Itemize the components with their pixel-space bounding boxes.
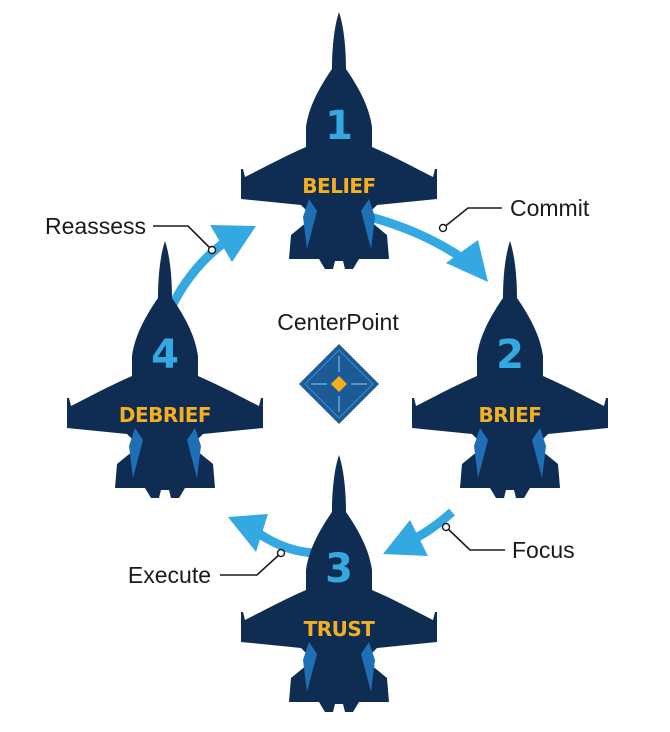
callout-focus-text: Focus <box>512 537 575 563</box>
jet-1-belief: 1 BELIEF <box>241 12 437 269</box>
jet-4-debrief: 4 DEBRIEF <box>67 241 263 498</box>
arrow-execute <box>228 514 319 558</box>
arrow-reassess <box>165 225 256 312</box>
jet-4-label: DEBRIEF <box>119 403 211 427</box>
jet-1-label: BELIEF <box>302 174 375 198</box>
center-diamond-icon <box>299 344 379 424</box>
jet-3-label: TRUST <box>304 617 376 641</box>
callout-execute: Execute <box>128 548 286 588</box>
jet-3-trust: 3 TRUST <box>241 455 437 712</box>
callout-reassess: Reassess <box>45 213 217 255</box>
callout-reassess-text: Reassess <box>45 213 146 239</box>
center-label: CenterPoint <box>277 309 399 335</box>
callout-focus: Focus <box>441 522 575 563</box>
jet-4-number: 4 <box>151 332 179 378</box>
jet-3-number: 3 <box>325 546 353 592</box>
arrow-focus <box>383 508 456 556</box>
jet-2-number: 2 <box>496 332 524 378</box>
jet-2-label: BRIEF <box>479 403 542 427</box>
callout-commit: Commit <box>438 195 590 233</box>
callout-execute-text: Execute <box>128 562 211 588</box>
jet-2-brief: 2 BRIEF <box>412 241 608 498</box>
callout-commit-text: Commit <box>510 195 590 221</box>
jet-1-number: 1 <box>325 103 353 149</box>
